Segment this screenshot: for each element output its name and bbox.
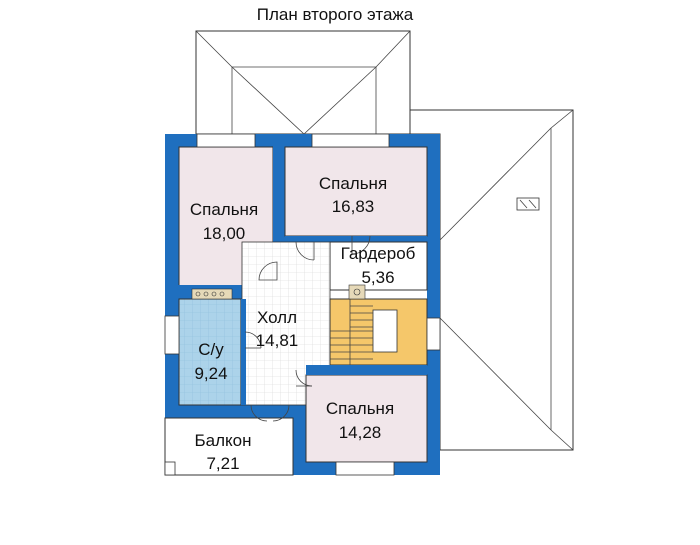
bedroom-1-area: 18,00 xyxy=(203,224,246,243)
balcony-name: Балкон xyxy=(194,431,251,450)
wardrobe-name: Гардероб xyxy=(341,244,416,263)
hall-lower xyxy=(293,290,329,365)
wardrobe xyxy=(329,241,428,291)
bedroom-3 xyxy=(305,374,428,463)
doors xyxy=(244,235,371,422)
windows xyxy=(164,133,441,476)
bedroom-2 xyxy=(284,146,428,237)
bathroom-area: 9,24 xyxy=(194,364,227,383)
balcony-area: 7,21 xyxy=(206,454,239,473)
roof-top xyxy=(195,30,411,135)
bedroom-1-name: Спальня xyxy=(190,200,258,219)
plan-title: План второго этажа xyxy=(257,5,414,24)
bedroom-2-area: 16,83 xyxy=(332,197,375,216)
bedroom-3-name: Спальня xyxy=(326,399,394,418)
bedroom-2-name: Спальня xyxy=(319,174,387,193)
wardrobe-area: 5,36 xyxy=(361,268,394,287)
fixtures xyxy=(191,284,366,300)
hall-name: Холл xyxy=(257,308,297,327)
bathroom-name: С/у xyxy=(198,340,224,359)
hall-area: 14,81 xyxy=(256,331,299,350)
bedroom-3-area: 14,28 xyxy=(339,423,382,442)
bathroom xyxy=(178,298,242,406)
balcony xyxy=(164,417,294,476)
stairs xyxy=(329,298,428,366)
